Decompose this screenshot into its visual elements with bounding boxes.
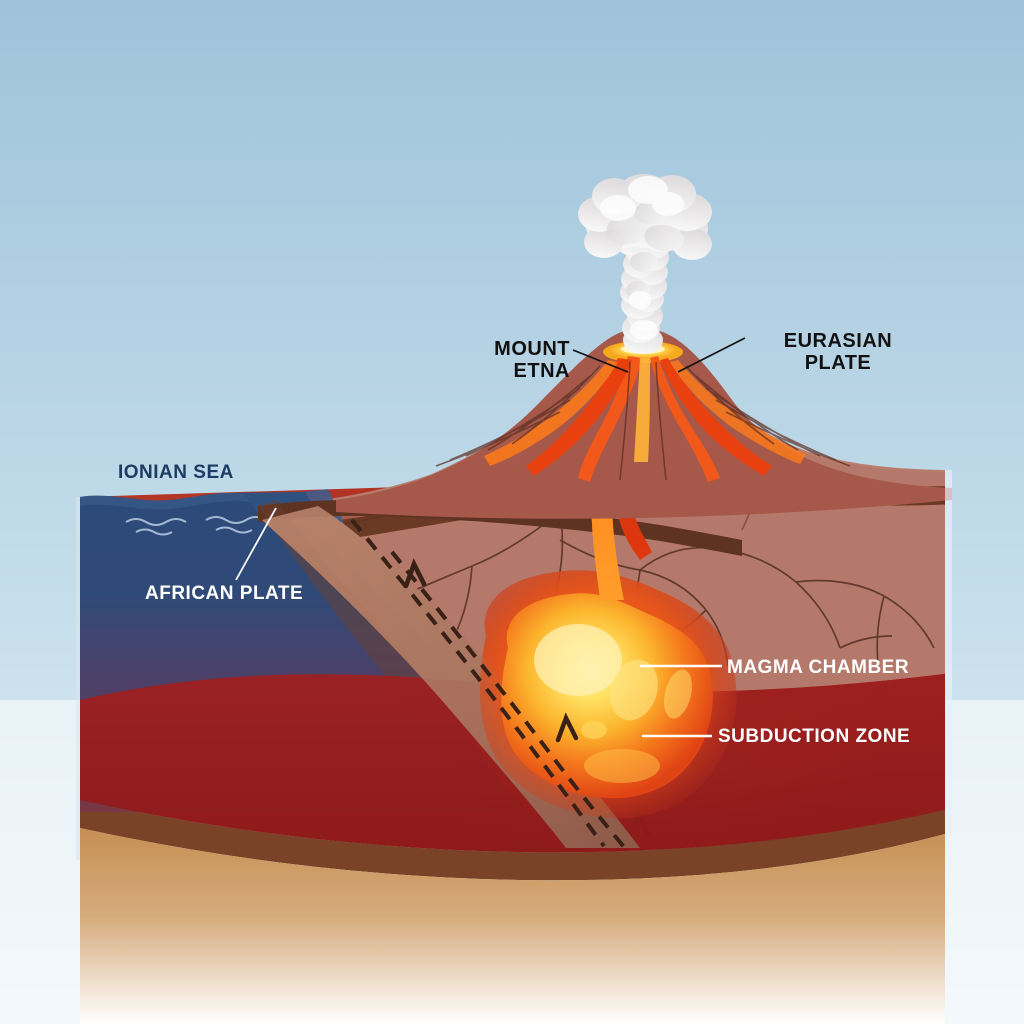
leader-lines xyxy=(235,337,746,738)
lava-streak-left-2 xyxy=(526,358,632,476)
lava-streak-right-2 xyxy=(660,358,772,476)
magma-lobe-front-5 xyxy=(584,749,660,783)
magma-lobe-front-1 xyxy=(534,624,622,696)
lava-streak-center xyxy=(634,358,650,462)
volcano-above-ground xyxy=(336,330,952,519)
ash-plume-group xyxy=(578,174,712,354)
block-right-edge xyxy=(945,470,952,836)
motion-arrow-heads-front xyxy=(403,558,579,743)
wave-marks xyxy=(125,516,267,536)
motion-dashed-front xyxy=(350,518,630,854)
lower-mantle-boundary xyxy=(80,800,945,881)
magma-lobe-front-3 xyxy=(664,669,692,719)
lower-mantle-layer xyxy=(80,828,945,1024)
lava-streak-left-1 xyxy=(578,356,642,482)
cone-striations-above xyxy=(435,361,851,481)
earth-block xyxy=(76,330,952,1024)
block-left-edge xyxy=(76,497,80,860)
foreground-repaint xyxy=(262,445,737,854)
main-conduit-front xyxy=(591,445,644,600)
leader-african-plate xyxy=(235,507,277,581)
leader-mount-etna xyxy=(572,349,629,373)
lava-streak-right-1 xyxy=(650,356,720,482)
magma-lobe-front-4 xyxy=(581,721,607,739)
ash-plume-highlights xyxy=(600,176,684,340)
lava-streak-right-3 xyxy=(670,360,806,464)
leader-eurasian-plate xyxy=(677,337,746,373)
magma-lobe-front-2 xyxy=(610,659,658,721)
